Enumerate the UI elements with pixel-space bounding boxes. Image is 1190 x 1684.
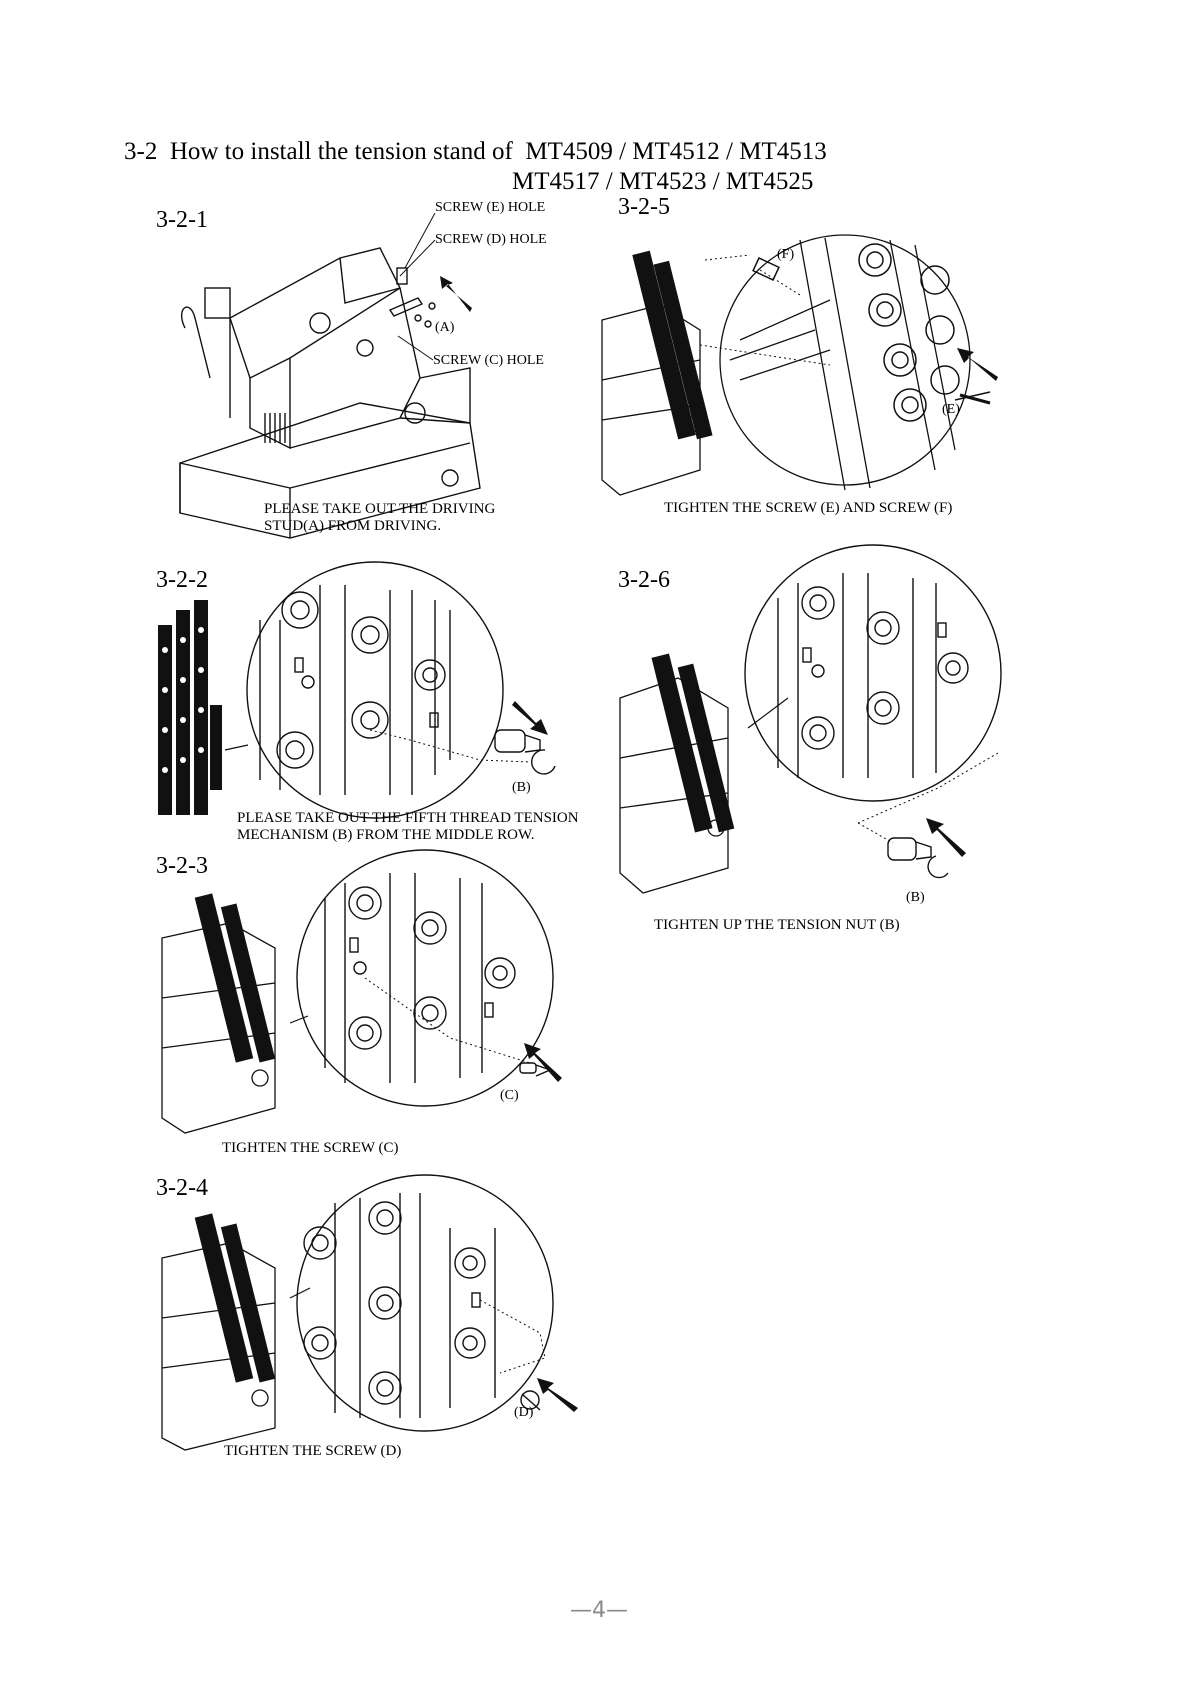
callout-screw-e-hole: SCREW (E) HOLE [435,200,546,215]
caption-3-2-4: TIGHTEN THE SCREW (D) [224,1443,402,1459]
callout-screw-d: (D) [514,1405,534,1420]
caption-3-2-1-line-1: PLEASE TAKE OUT THE DRIVING [264,501,496,517]
callout-screw-c-hole: SCREW (C) HOLE [433,353,544,368]
tension-stand-illustration-3-2-3 [161,849,562,1134]
section-number: 3-2 [124,138,158,165]
caption-3-2-1-line-2: STUD(A) FROM DRIVING. [264,518,442,534]
step-label-3-2-2: 3-2-2 [156,567,208,593]
models-line-1: MT4509 / MT4512 / MT4513 [525,138,827,165]
machine-illustration-3-2-1 [179,212,481,539]
callout-screw-f: (F) [777,247,795,262]
section-heading: 3-2 How to install the tension stand of … [124,136,827,167]
callout-stud-a: (A) [435,320,455,335]
step-label-3-2-5: 3-2-5 [618,194,670,220]
caption-3-2-2-line-2: MECHANISM (B) FROM THE MIDDLE ROW. [237,827,535,843]
callout-screw-e: (E) [942,402,960,417]
section-heading-text: How to install the tension stand of [169,138,513,165]
step-label-3-2-3: 3-2-3 [156,853,208,879]
models-line-2: MT4517 / MT4523 / MT4525 [512,168,814,195]
tension-stand-illustration-3-2-6 [619,544,1002,894]
callout-screw-c: (C) [500,1088,519,1103]
callout-screw-d-hole: SCREW (D) HOLE [435,232,547,247]
tension-stand-illustration-3-2-5 [601,234,998,496]
tension-stand-illustration-3-2-2 [158,561,556,819]
caption-3-2-5: TIGHTEN THE SCREW (E) AND SCREW (F) [664,500,953,516]
callout-mechanism-b: (B) [512,780,531,795]
page-number: —4— [570,1598,628,1623]
step-label-3-2-4: 3-2-4 [156,1175,208,1201]
tension-stand-illustration-3-2-4 [161,1174,578,1451]
callout-tension-nut-b: (B) [906,890,925,905]
step-label-3-2-6: 3-2-6 [618,567,670,593]
caption-3-2-3: TIGHTEN THE SCREW (C) [222,1140,399,1156]
step-label-3-2-1: 3-2-1 [156,207,208,233]
caption-3-2-6: TIGHTEN UP THE TENSION NUT (B) [654,917,900,933]
caption-3-2-2-line-1: PLEASE TAKE OUT THE FIFTH THREAD TENSION [237,810,579,826]
